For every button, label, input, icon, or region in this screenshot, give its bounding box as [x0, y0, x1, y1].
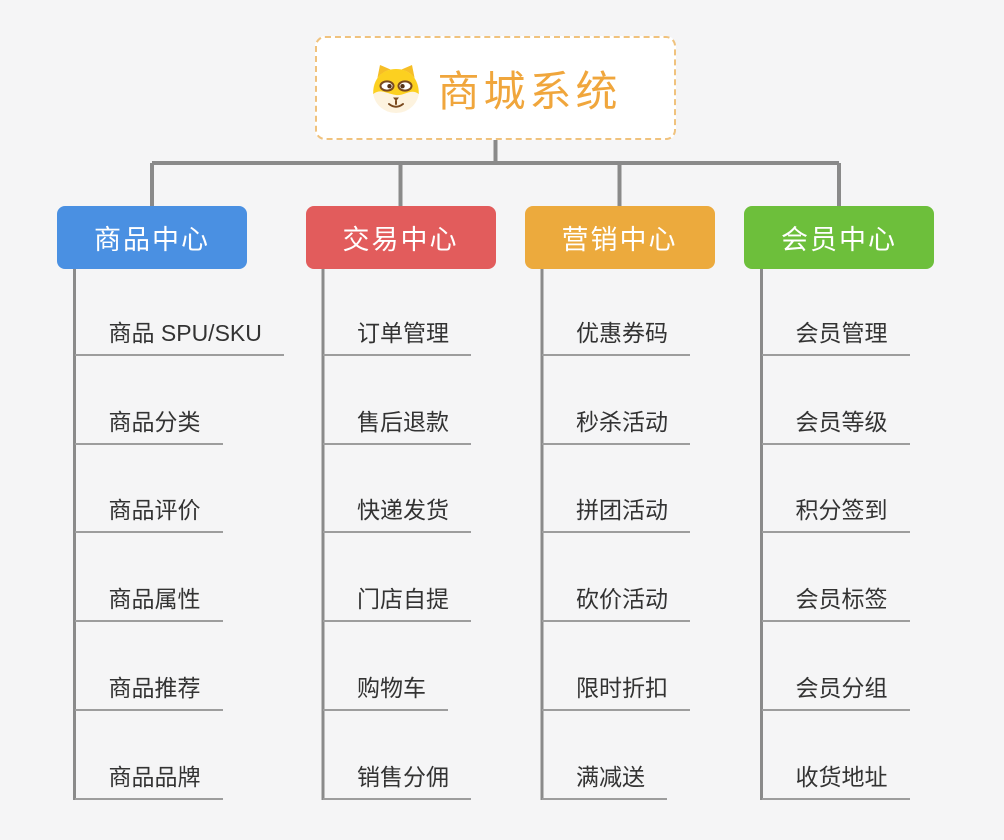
- child-node[interactable]: 销售分佣: [323, 766, 471, 800]
- child-node[interactable]: 订单管理: [323, 322, 471, 356]
- child-node[interactable]: 快递发货: [323, 499, 471, 533]
- branch-node-2[interactable]: 交易中心: [305, 206, 496, 269]
- child-node[interactable]: 商品推荐: [74, 677, 223, 711]
- child-node[interactable]: 会员等级: [761, 411, 910, 445]
- dog-face-icon: [373, 64, 420, 113]
- child-node[interactable]: 会员标签: [761, 588, 910, 622]
- branch-node-4[interactable]: 会员中心: [744, 206, 934, 269]
- branch-label: 商品中心: [94, 225, 210, 255]
- child-node[interactable]: 限时折扣: [542, 677, 690, 711]
- child-node[interactable]: 商品品牌: [74, 766, 223, 800]
- child-node[interactable]: 优惠券码: [542, 322, 690, 356]
- child-node[interactable]: 商品 SPU/SKU: [74, 322, 284, 356]
- root-node[interactable]: 商城系统: [315, 36, 676, 140]
- child-node[interactable]: 门店自提: [323, 588, 471, 622]
- child-node[interactable]: 拼团活动: [542, 499, 690, 533]
- child-node[interactable]: 购物车: [323, 677, 448, 711]
- child-node[interactable]: 砍价活动: [542, 588, 690, 622]
- root-title: 商城系统: [437, 67, 622, 115]
- child-node[interactable]: 商品分类: [74, 411, 223, 445]
- branch-label: 营销中心: [561, 225, 678, 255]
- child-node[interactable]: 会员管理: [761, 322, 910, 356]
- child-node[interactable]: 积分签到: [761, 499, 910, 533]
- branch-label: 会员中心: [781, 225, 897, 255]
- child-node[interactable]: 会员分组: [761, 677, 910, 711]
- child-node[interactable]: 商品评价: [74, 499, 223, 533]
- branch-label: 交易中心: [342, 225, 459, 255]
- child-node[interactable]: 秒杀活动: [542, 411, 690, 445]
- branch-node-3[interactable]: 营销中心: [524, 206, 715, 269]
- child-node[interactable]: 商品属性: [74, 588, 223, 622]
- child-node[interactable]: 收货地址: [761, 766, 910, 800]
- child-node[interactable]: 售后退款: [323, 411, 471, 445]
- child-node[interactable]: 满减送: [542, 766, 667, 800]
- branch-node-1[interactable]: 商品中心: [57, 206, 247, 269]
